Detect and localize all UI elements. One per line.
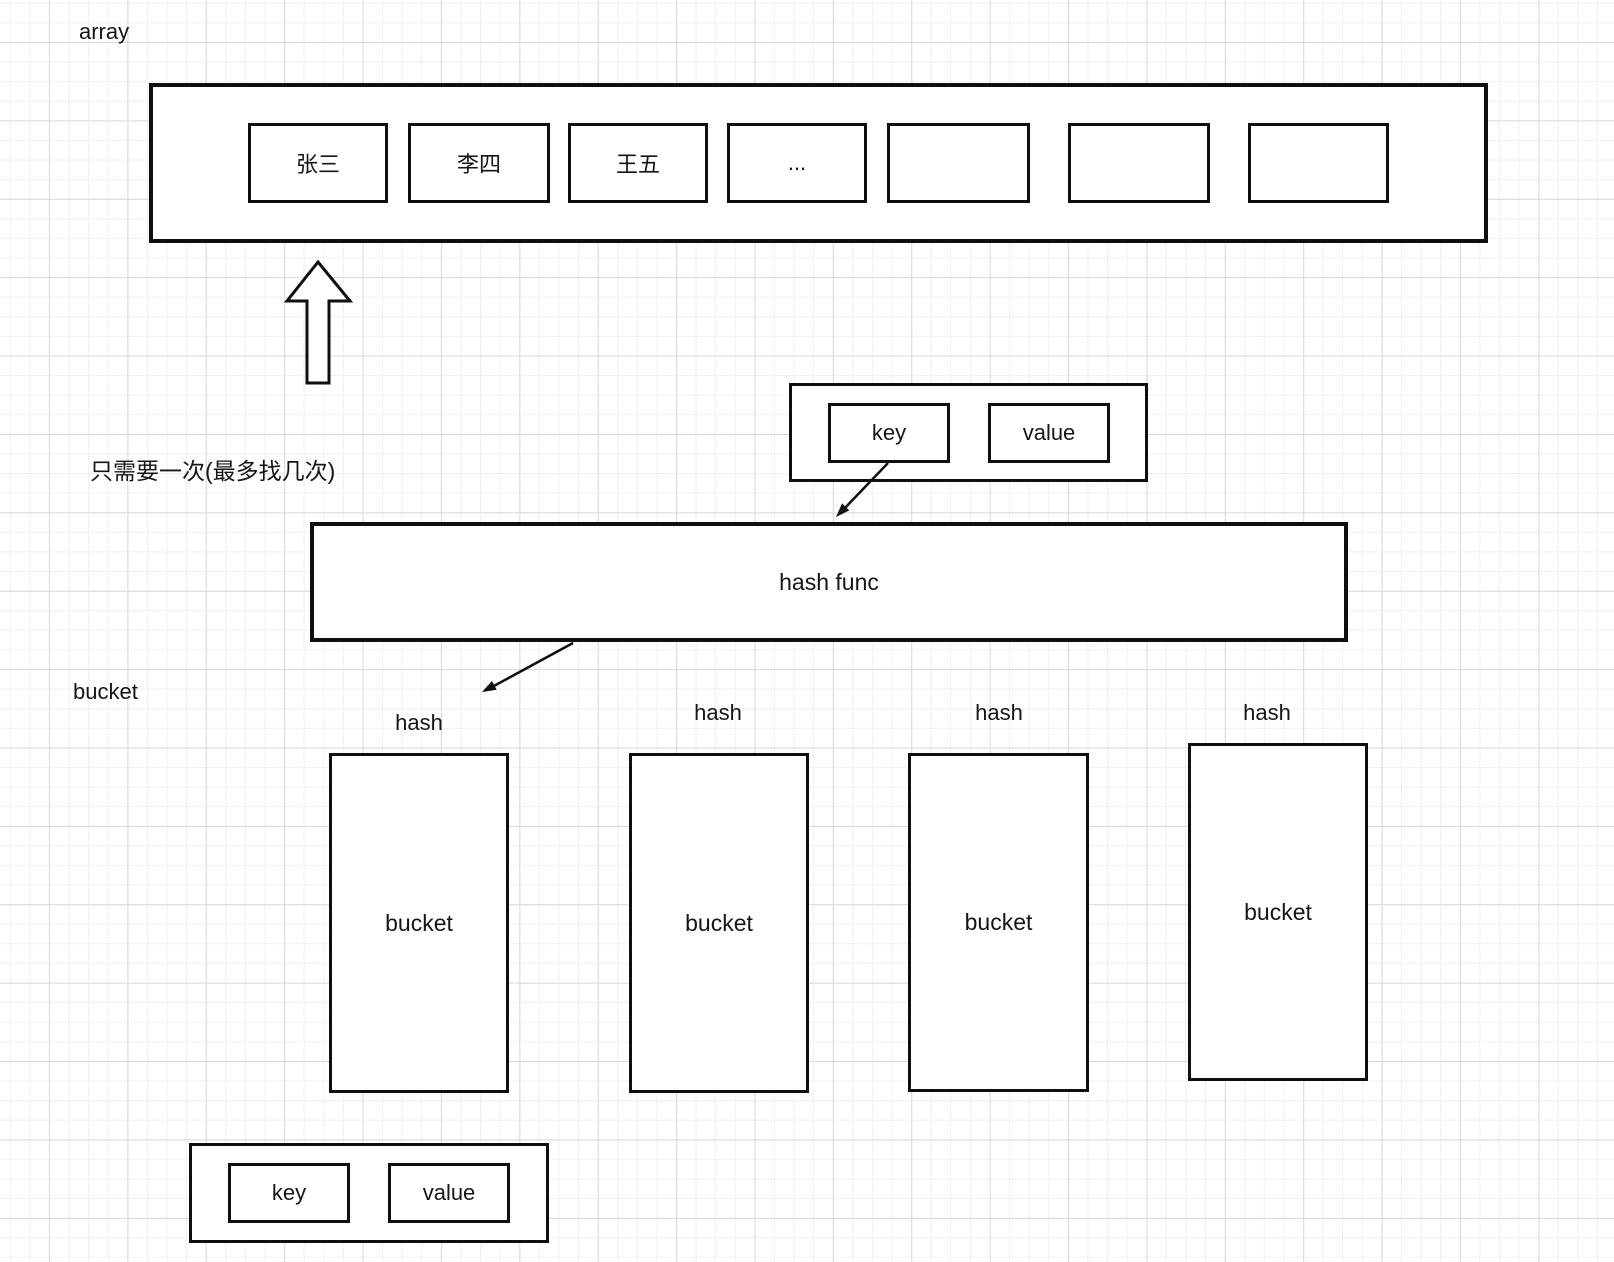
key-label: key <box>871 420 907 445</box>
array-cell-label: 李四 <box>456 152 501 177</box>
array-cell[interactable] <box>887 123 1030 203</box>
array-cell-label: 王五 <box>615 152 660 177</box>
hash-label[interactable]: hash <box>1243 700 1291 725</box>
bucket-box-label: bucket <box>964 909 1033 935</box>
kv-top-key-box[interactable]: key <box>828 403 950 463</box>
kv-top-value-box[interactable]: value <box>988 403 1110 463</box>
kv-bottom-value-box[interactable]: value <box>388 1163 510 1223</box>
array-label[interactable]: array <box>79 19 130 44</box>
array-cell[interactable]: 王五 <box>568 123 708 203</box>
note-label[interactable]: 只需要一次(最多找几次) <box>90 458 336 484</box>
bucket-box[interactable]: bucket <box>908 753 1089 1092</box>
bucket-box[interactable]: bucket <box>329 753 509 1093</box>
hash-label[interactable]: hash <box>694 700 742 725</box>
bucket-box-label: bucket <box>685 909 753 936</box>
array-cell[interactable]: 张三 <box>248 123 388 203</box>
hash-func-to-bucket-arrow[interactable] <box>482 641 574 692</box>
array-cell[interactable] <box>1068 123 1210 203</box>
array-cell[interactable] <box>1248 123 1389 203</box>
hash-func-box[interactable]: hash func <box>310 522 1348 642</box>
value-label: value <box>422 1180 476 1205</box>
key-label: key <box>271 1180 307 1205</box>
up-block-arrow[interactable] <box>283 259 354 385</box>
array-cell-label: 张三 <box>295 152 340 177</box>
array-cell[interactable]: ... <box>727 123 867 203</box>
bucket-box-label: bucket <box>1244 898 1312 925</box>
value-label: value <box>1022 420 1076 445</box>
kv-bottom-key-box[interactable]: key <box>228 1163 350 1223</box>
array-cell[interactable]: 李四 <box>408 123 550 203</box>
hash-label[interactable]: hash <box>975 700 1023 725</box>
bucket-box-label: bucket <box>385 909 453 936</box>
bucket-side-label[interactable]: bucket <box>73 679 138 704</box>
hash-label[interactable]: hash <box>395 710 443 735</box>
hash-func-label: hash func <box>779 568 879 595</box>
bucket-box[interactable]: bucket <box>1188 743 1368 1081</box>
array-cell-label: ... <box>787 150 807 175</box>
bucket-box[interactable]: bucket <box>629 753 809 1093</box>
